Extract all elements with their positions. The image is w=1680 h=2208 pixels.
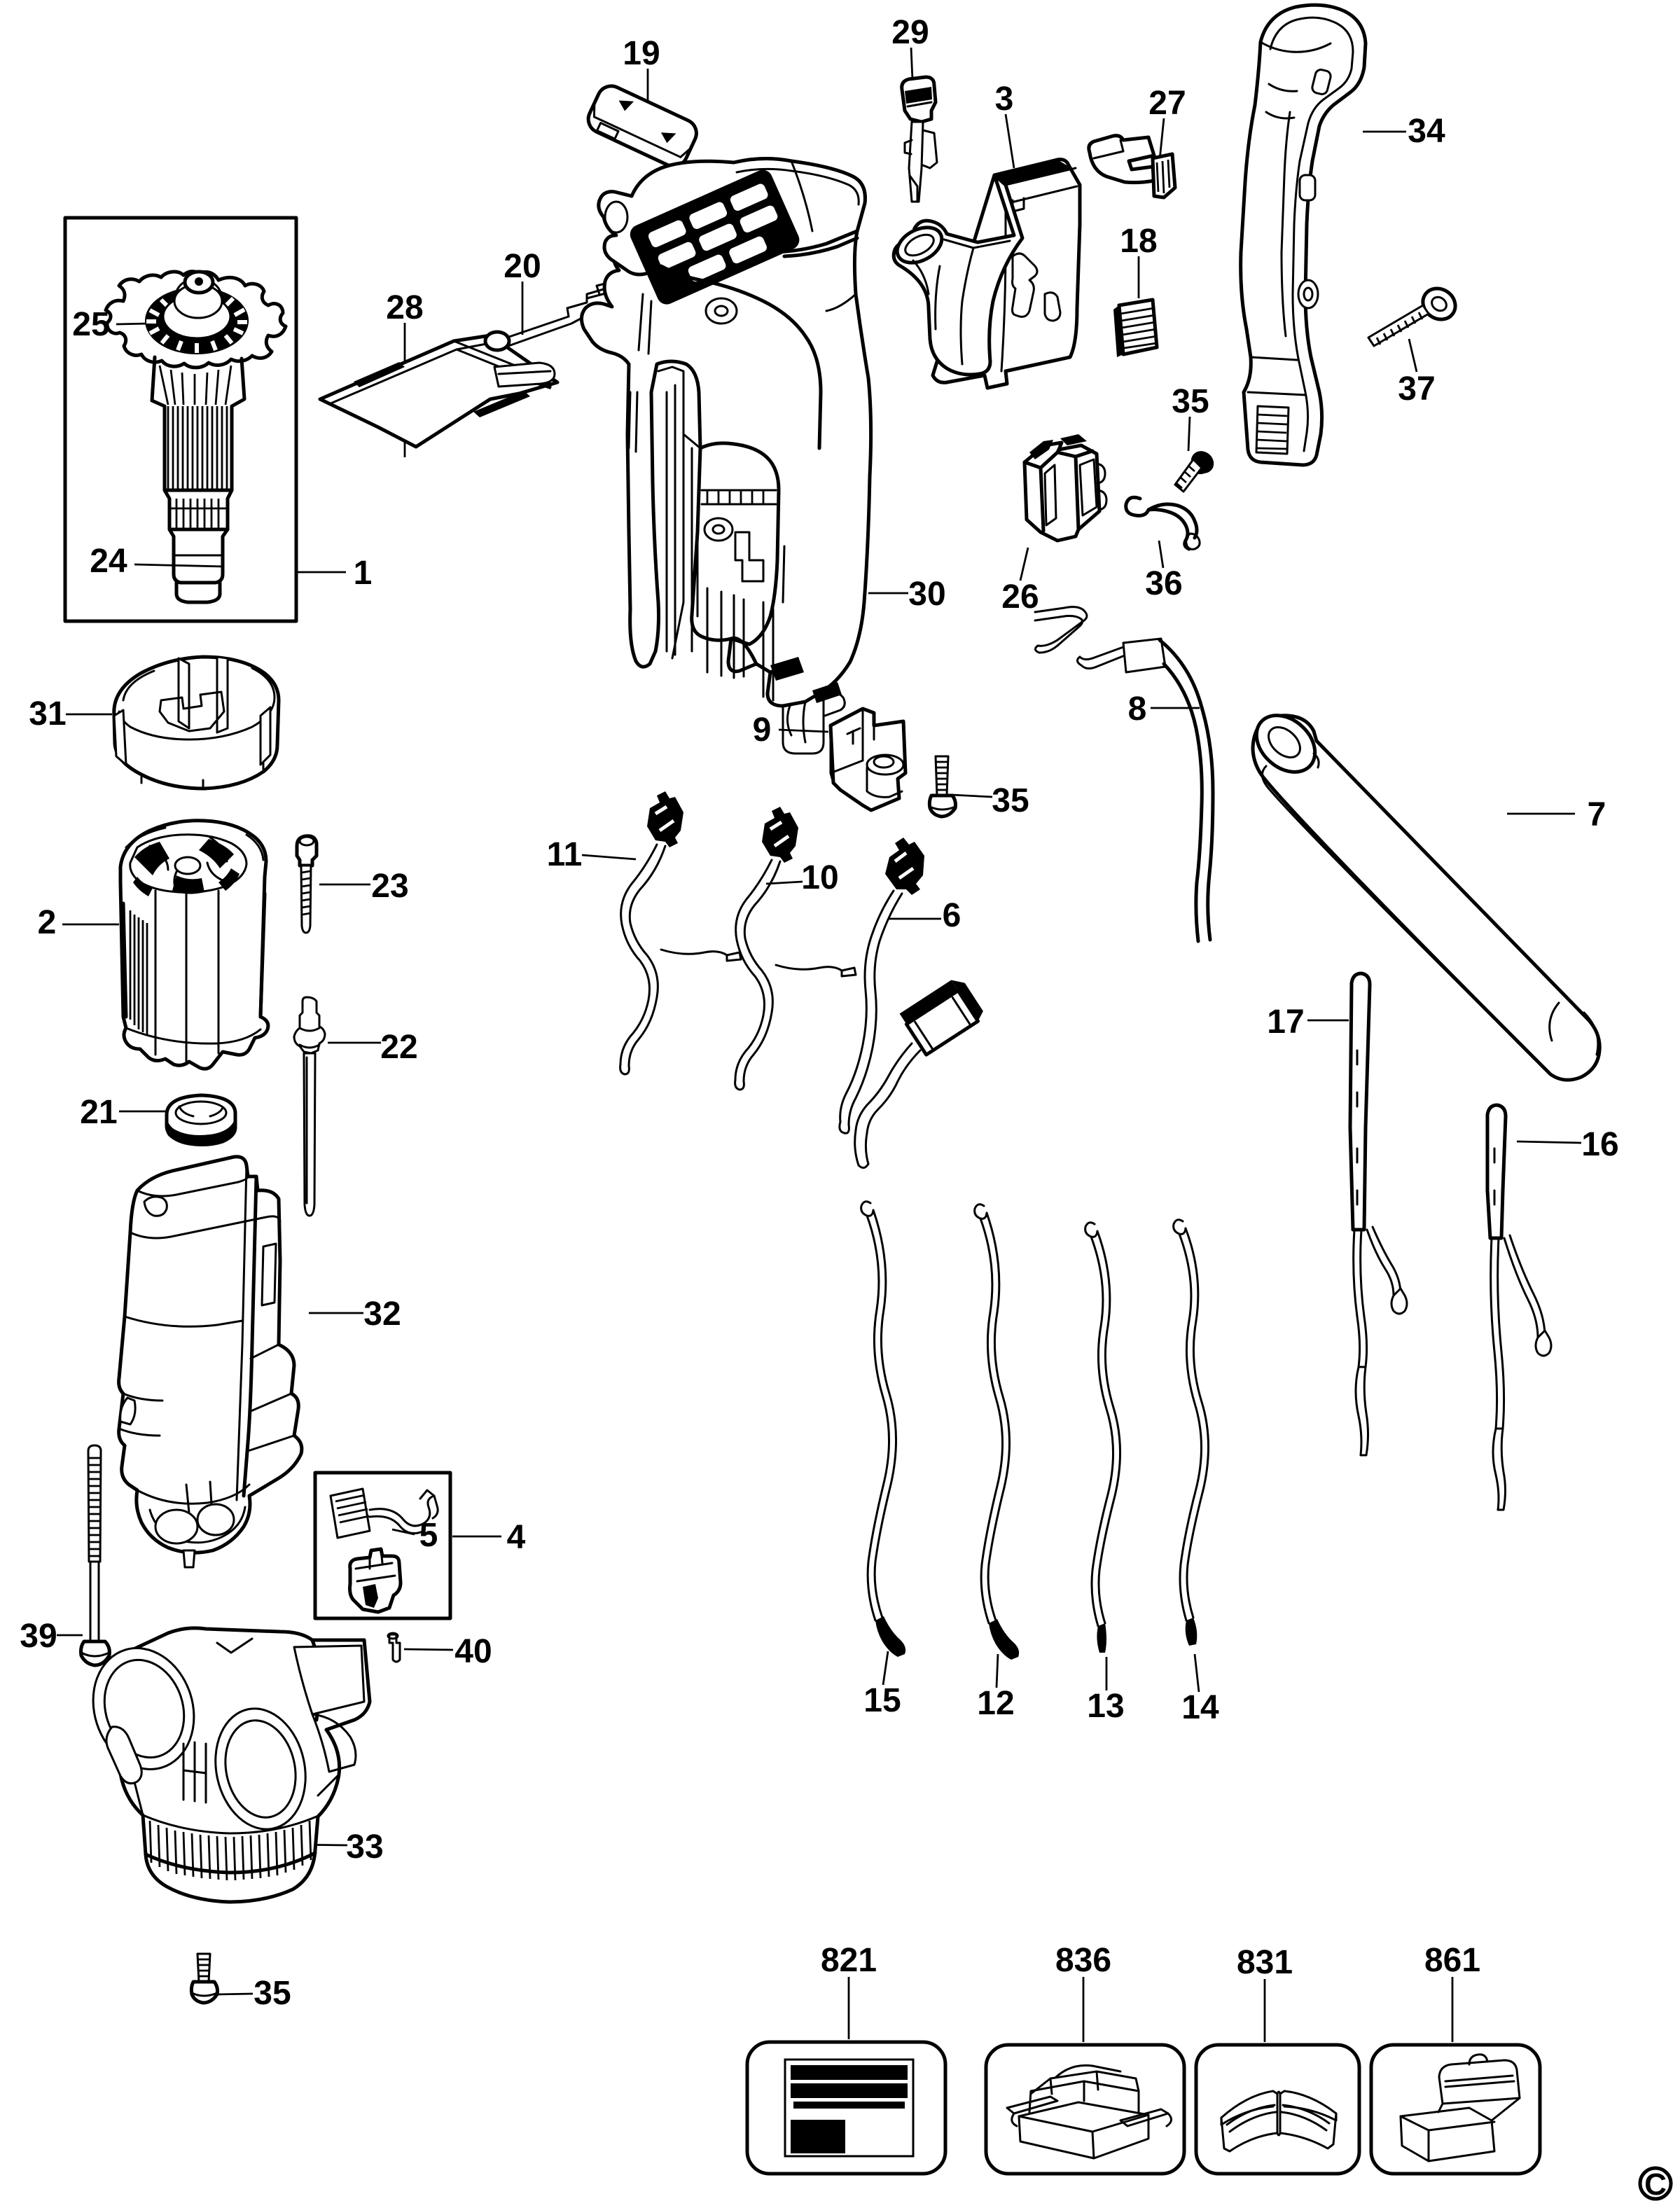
svg-text:23: 23: [371, 868, 408, 905]
svg-text:18: 18: [1120, 223, 1157, 260]
svg-text:35: 35: [1172, 383, 1209, 420]
svg-text:11: 11: [547, 836, 583, 873]
svg-text:32: 32: [363, 1296, 401, 1333]
svg-text:10: 10: [801, 859, 838, 896]
svg-text:22: 22: [380, 1029, 417, 1066]
svg-text:7: 7: [1588, 796, 1606, 833]
svg-text:821: 821: [821, 1942, 877, 1979]
svg-text:15: 15: [863, 1682, 901, 1719]
svg-text:5: 5: [419, 1517, 438, 1554]
svg-text:13: 13: [1087, 1688, 1124, 1725]
svg-text:9: 9: [753, 711, 772, 749]
svg-text:25: 25: [72, 306, 109, 343]
svg-text:1: 1: [354, 555, 373, 592]
svg-text:33: 33: [346, 1828, 383, 1866]
svg-text:836: 836: [1055, 1942, 1111, 1979]
svg-text:37: 37: [1398, 370, 1435, 408]
svg-text:21: 21: [80, 1094, 117, 1131]
svg-text:29: 29: [891, 14, 929, 51]
svg-text:8: 8: [1128, 690, 1147, 728]
svg-text:28: 28: [386, 289, 423, 326]
svg-text:31: 31: [29, 695, 66, 732]
svg-text:39: 39: [20, 1618, 57, 1655]
svg-text:34: 34: [1408, 113, 1445, 150]
svg-text:35: 35: [254, 1975, 291, 2012]
svg-text:3: 3: [995, 81, 1014, 118]
svg-text:20: 20: [504, 248, 541, 285]
svg-text:861: 861: [1424, 1942, 1480, 1979]
svg-text:40: 40: [454, 1633, 492, 1670]
svg-text:4: 4: [507, 1519, 526, 1556]
svg-text:35: 35: [992, 782, 1029, 819]
svg-text:26: 26: [1001, 578, 1039, 616]
svg-text:831: 831: [1237, 1944, 1293, 1981]
svg-text:14: 14: [1181, 1689, 1219, 1726]
svg-text:36: 36: [1145, 565, 1182, 602]
svg-text:17: 17: [1267, 1004, 1304, 1041]
svg-text:30: 30: [908, 576, 945, 613]
svg-text:16: 16: [1581, 1126, 1618, 1163]
svg-text:27: 27: [1148, 85, 1186, 122]
svg-text:12: 12: [977, 1685, 1014, 1722]
svg-text:24: 24: [90, 543, 127, 580]
svg-text:C: C: [1644, 2167, 1667, 2202]
svg-text:19: 19: [623, 35, 660, 72]
svg-text:2: 2: [38, 904, 57, 941]
svg-text:6: 6: [943, 897, 962, 934]
